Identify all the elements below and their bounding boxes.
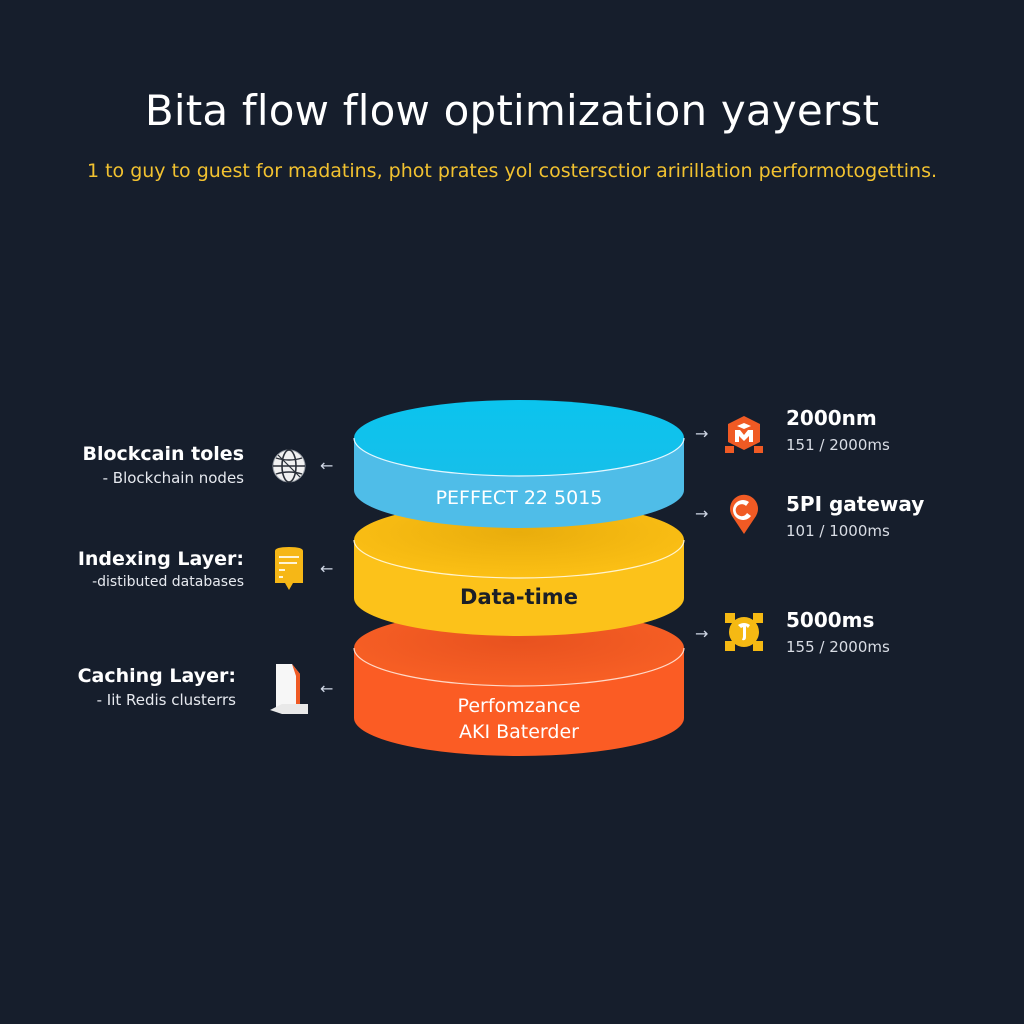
arrow-right-3: → — [695, 624, 709, 643]
left-item-indexing: Indexing Layer: -distibuted databases — [40, 548, 244, 590]
right-item-subtitle: 151 / 2000ms — [786, 436, 890, 454]
gear-badge-icon — [725, 613, 763, 651]
layer-middle-rim — [353, 539, 685, 579]
left-item-title: Caching Layer: — [77, 665, 236, 687]
layer-top-top — [354, 400, 684, 476]
left-item-subtitle: -distibuted databases — [92, 574, 244, 590]
right-item-title: 5000ms — [786, 608, 875, 632]
hexagon-m-icon — [725, 416, 763, 453]
database-list-icon — [275, 547, 303, 590]
location-pin-icon — [730, 494, 758, 534]
right-item-title: 2000nm — [786, 406, 877, 430]
layer-bottom-label-line2: AKI Baterder — [459, 721, 579, 743]
left-item-title: Indexing Layer: — [77, 548, 244, 570]
globe-icon — [272, 449, 306, 483]
page-subtitle: 1 to guy to guest for madatins, phot pra… — [86, 160, 938, 182]
right-item-subtitle: 101 / 1000ms — [786, 522, 890, 540]
arrow-right-2: → — [695, 504, 709, 523]
page-title: Bita flow flow optimization yayerst — [144, 86, 880, 135]
right-item-3: 5000ms 155 / 2000ms — [786, 608, 890, 656]
layer-top-rim — [353, 437, 685, 477]
layer-bottom-rim — [353, 647, 685, 687]
arrow-left-1: ← — [320, 456, 334, 475]
right-item-subtitle: 155 / 2000ms — [786, 638, 890, 656]
right-item-title: 5PI gateway — [786, 492, 925, 516]
left-item-title: Blockcain toles — [82, 443, 244, 465]
left-item-caching: Caching Layer: - Iit Redis clusterrs — [40, 665, 236, 709]
left-item-blockchain: Blockcain toles - Blockchain nodes — [40, 443, 244, 487]
layer-bottom-label-line1: Perfomzance — [457, 695, 581, 717]
arrow-left-3: ← — [320, 679, 334, 698]
left-item-subtitle: - Blockchain nodes — [102, 469, 244, 487]
layer-top-label: PEFFECT 22 5015 — [435, 487, 603, 509]
left-item-subtitle: - Iit Redis clusterrs — [96, 691, 236, 709]
arrow-left-2: ← — [320, 559, 334, 578]
layer-middle-label: Data-time — [460, 585, 578, 609]
arrow-right-1: → — [695, 424, 709, 443]
right-item-1: 2000nm 151 / 2000ms — [786, 406, 890, 454]
right-item-2: 5PI gateway 101 / 1000ms — [786, 492, 924, 540]
layer-top — [353, 400, 685, 528]
document-stand-icon — [270, 664, 308, 714]
layer-bottom-label: Perfomzance AKI Baterder — [354, 693, 684, 745]
